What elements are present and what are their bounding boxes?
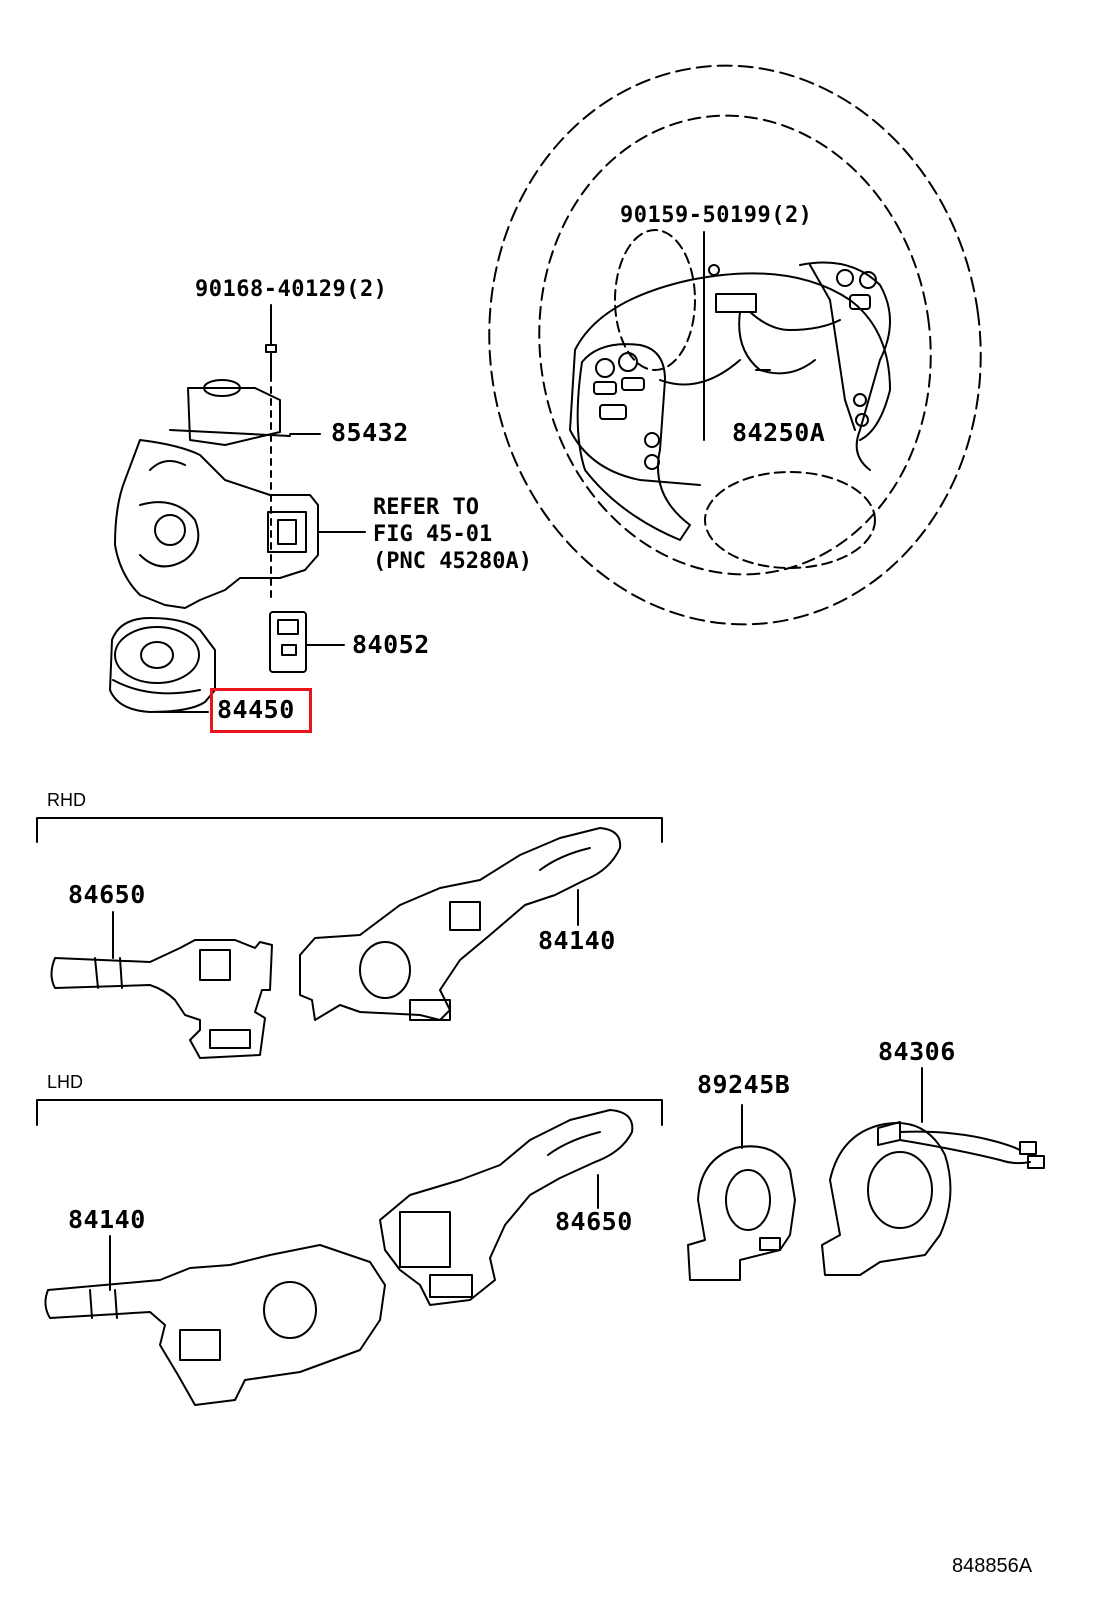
steering-wheel-illustration bbox=[488, 64, 982, 626]
part-label-90168-40129: 90168-40129(2) bbox=[195, 277, 388, 302]
part-label-84306: 84306 bbox=[878, 1037, 956, 1066]
refer-line-3: (PNC 45280A) bbox=[373, 549, 532, 574]
part-label-89245b: 89245B bbox=[697, 1070, 791, 1099]
refer-line-2: FIG 45-01 bbox=[373, 522, 493, 547]
figure-id: 848856A bbox=[952, 1555, 1033, 1577]
part-label-lhd-84650: 84650 bbox=[555, 1207, 633, 1236]
part-label-lhd-84140: 84140 bbox=[68, 1205, 146, 1234]
part-label-rhd-84140: 84140 bbox=[538, 926, 616, 955]
rhd-section-illustration bbox=[36, 817, 663, 1059]
refer-note: REFER TO FIG 45-01 (PNC 45280A) bbox=[373, 494, 532, 575]
part-label-84450[interactable]: 84450 bbox=[217, 695, 295, 724]
lhd-section-illustration bbox=[36, 1099, 663, 1406]
part-label-rhd-84650: 84650 bbox=[68, 880, 146, 909]
refer-line-1: REFER TO bbox=[373, 495, 479, 520]
part-label-84250a: 84250A bbox=[732, 418, 826, 447]
part-label-84052: 84052 bbox=[352, 630, 430, 659]
highlight-box bbox=[210, 688, 312, 733]
part-label-85432: 85432 bbox=[331, 418, 409, 447]
section-label-lhd: LHD bbox=[47, 1072, 84, 1092]
column-switch-body-illustration bbox=[109, 304, 366, 713]
part-label-90159-50199: 90159-50199(2) bbox=[620, 203, 813, 228]
spiral-cable-illustration bbox=[687, 1067, 1045, 1281]
section-label-rhd: RHD bbox=[47, 790, 86, 810]
